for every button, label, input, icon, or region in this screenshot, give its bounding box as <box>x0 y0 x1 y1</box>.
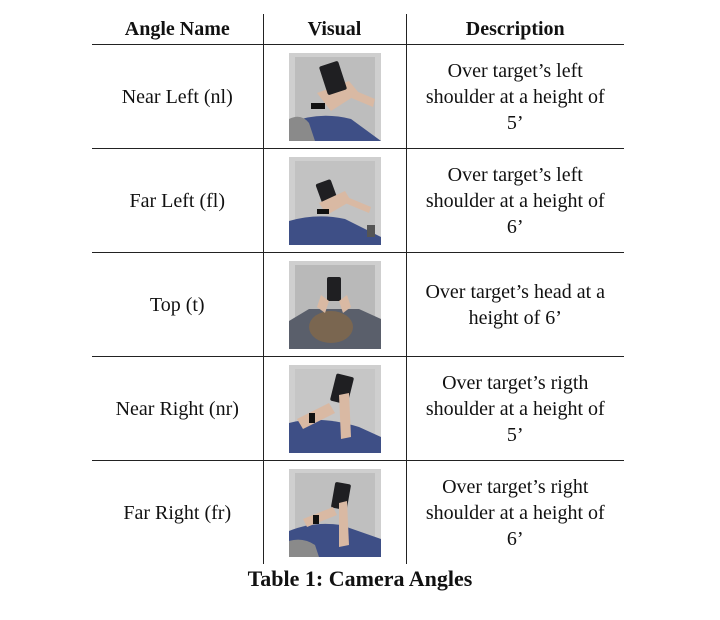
far-right-photo <box>288 468 381 557</box>
table-row: Near Right (nr) Over target’s rigth shou… <box>92 356 624 461</box>
description-cell: Over target’s rigth shoulder at a height… <box>406 356 624 461</box>
angle-name-cell: Far Left (fl) <box>92 148 263 253</box>
table-row: Near Left (nl) Over target’s left should… <box>92 44 624 149</box>
far-left-photo <box>288 156 381 245</box>
header-description: Description <box>406 14 624 45</box>
description-cell: Over target’s left shoulder at a height … <box>406 44 624 149</box>
visual-cell <box>262 252 407 357</box>
angle-name-cell: Far Right (fr) <box>123 501 232 524</box>
camera-angles-table-wrapper: Angle Name Visual Description Near Left … <box>92 14 624 564</box>
top-photo <box>288 260 381 349</box>
table-row: Far Left (fl) Over target’s left shoulde… <box>92 148 624 253</box>
visual-cell <box>262 148 407 253</box>
header-angle-name: Angle Name <box>92 14 263 45</box>
description-cell: Over target’s head at a height of 6’ <box>406 252 624 357</box>
table-row: Top (t) Over target’s head at a height o… <box>92 252 624 357</box>
angle-name-cell: Top (t) <box>92 252 263 357</box>
camera-angles-table: Angle Name Visual Description Near Left … <box>92 14 624 564</box>
table-header-row: Angle Name Visual Description <box>92 14 624 45</box>
table-row: Far Right (fr) Over target’s right shoul… <box>92 460 624 564</box>
visual-cell <box>262 460 407 564</box>
description-cell: Over target’s right shoulder at a height… <box>425 475 605 550</box>
visual-cell <box>262 356 407 461</box>
visual-cell <box>262 44 407 149</box>
angle-name-cell: Near Right (nr) <box>92 356 263 461</box>
near-right-photo <box>288 364 381 453</box>
header-visual: Visual <box>262 14 407 45</box>
angle-name-cell: Near Left (nl) <box>92 44 263 149</box>
near-left-photo <box>288 52 381 141</box>
table-caption: Table 1: Camera Angles <box>247 566 473 591</box>
description-cell: Over target’s left shoulder at a height … <box>406 148 624 253</box>
